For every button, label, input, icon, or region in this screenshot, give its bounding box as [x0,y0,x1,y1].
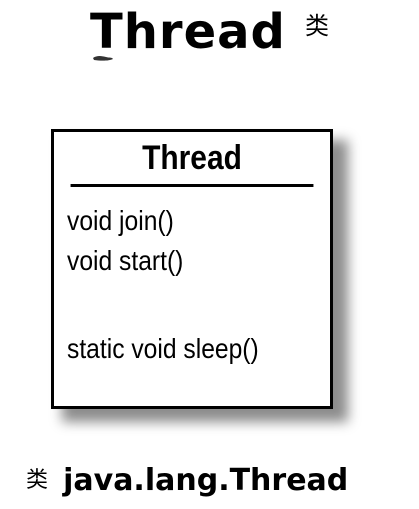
uml-class-name: Thread [70,132,314,187]
uml-method: void start() [67,245,184,276]
footer-class-name: java.lang.Thread [63,463,349,498]
method-gap [67,281,330,329]
uml-method-list: void join() void start() static void sle… [54,187,330,369]
title-main: Thread [90,4,286,61]
footer-prefix: 类 [26,468,49,493]
uml-method: void join() [67,205,174,236]
title-main-text: Thread [90,4,286,60]
smudge-mark [93,56,113,61]
uml-class-box: Thread void join() void start() static v… [51,129,333,409]
page-title: Thread 类 [0,4,419,61]
title-suffix: 类 [304,12,329,40]
uml-method: static void sleep() [67,333,259,364]
footer-label: 类 java.lang.Thread [26,462,348,498]
